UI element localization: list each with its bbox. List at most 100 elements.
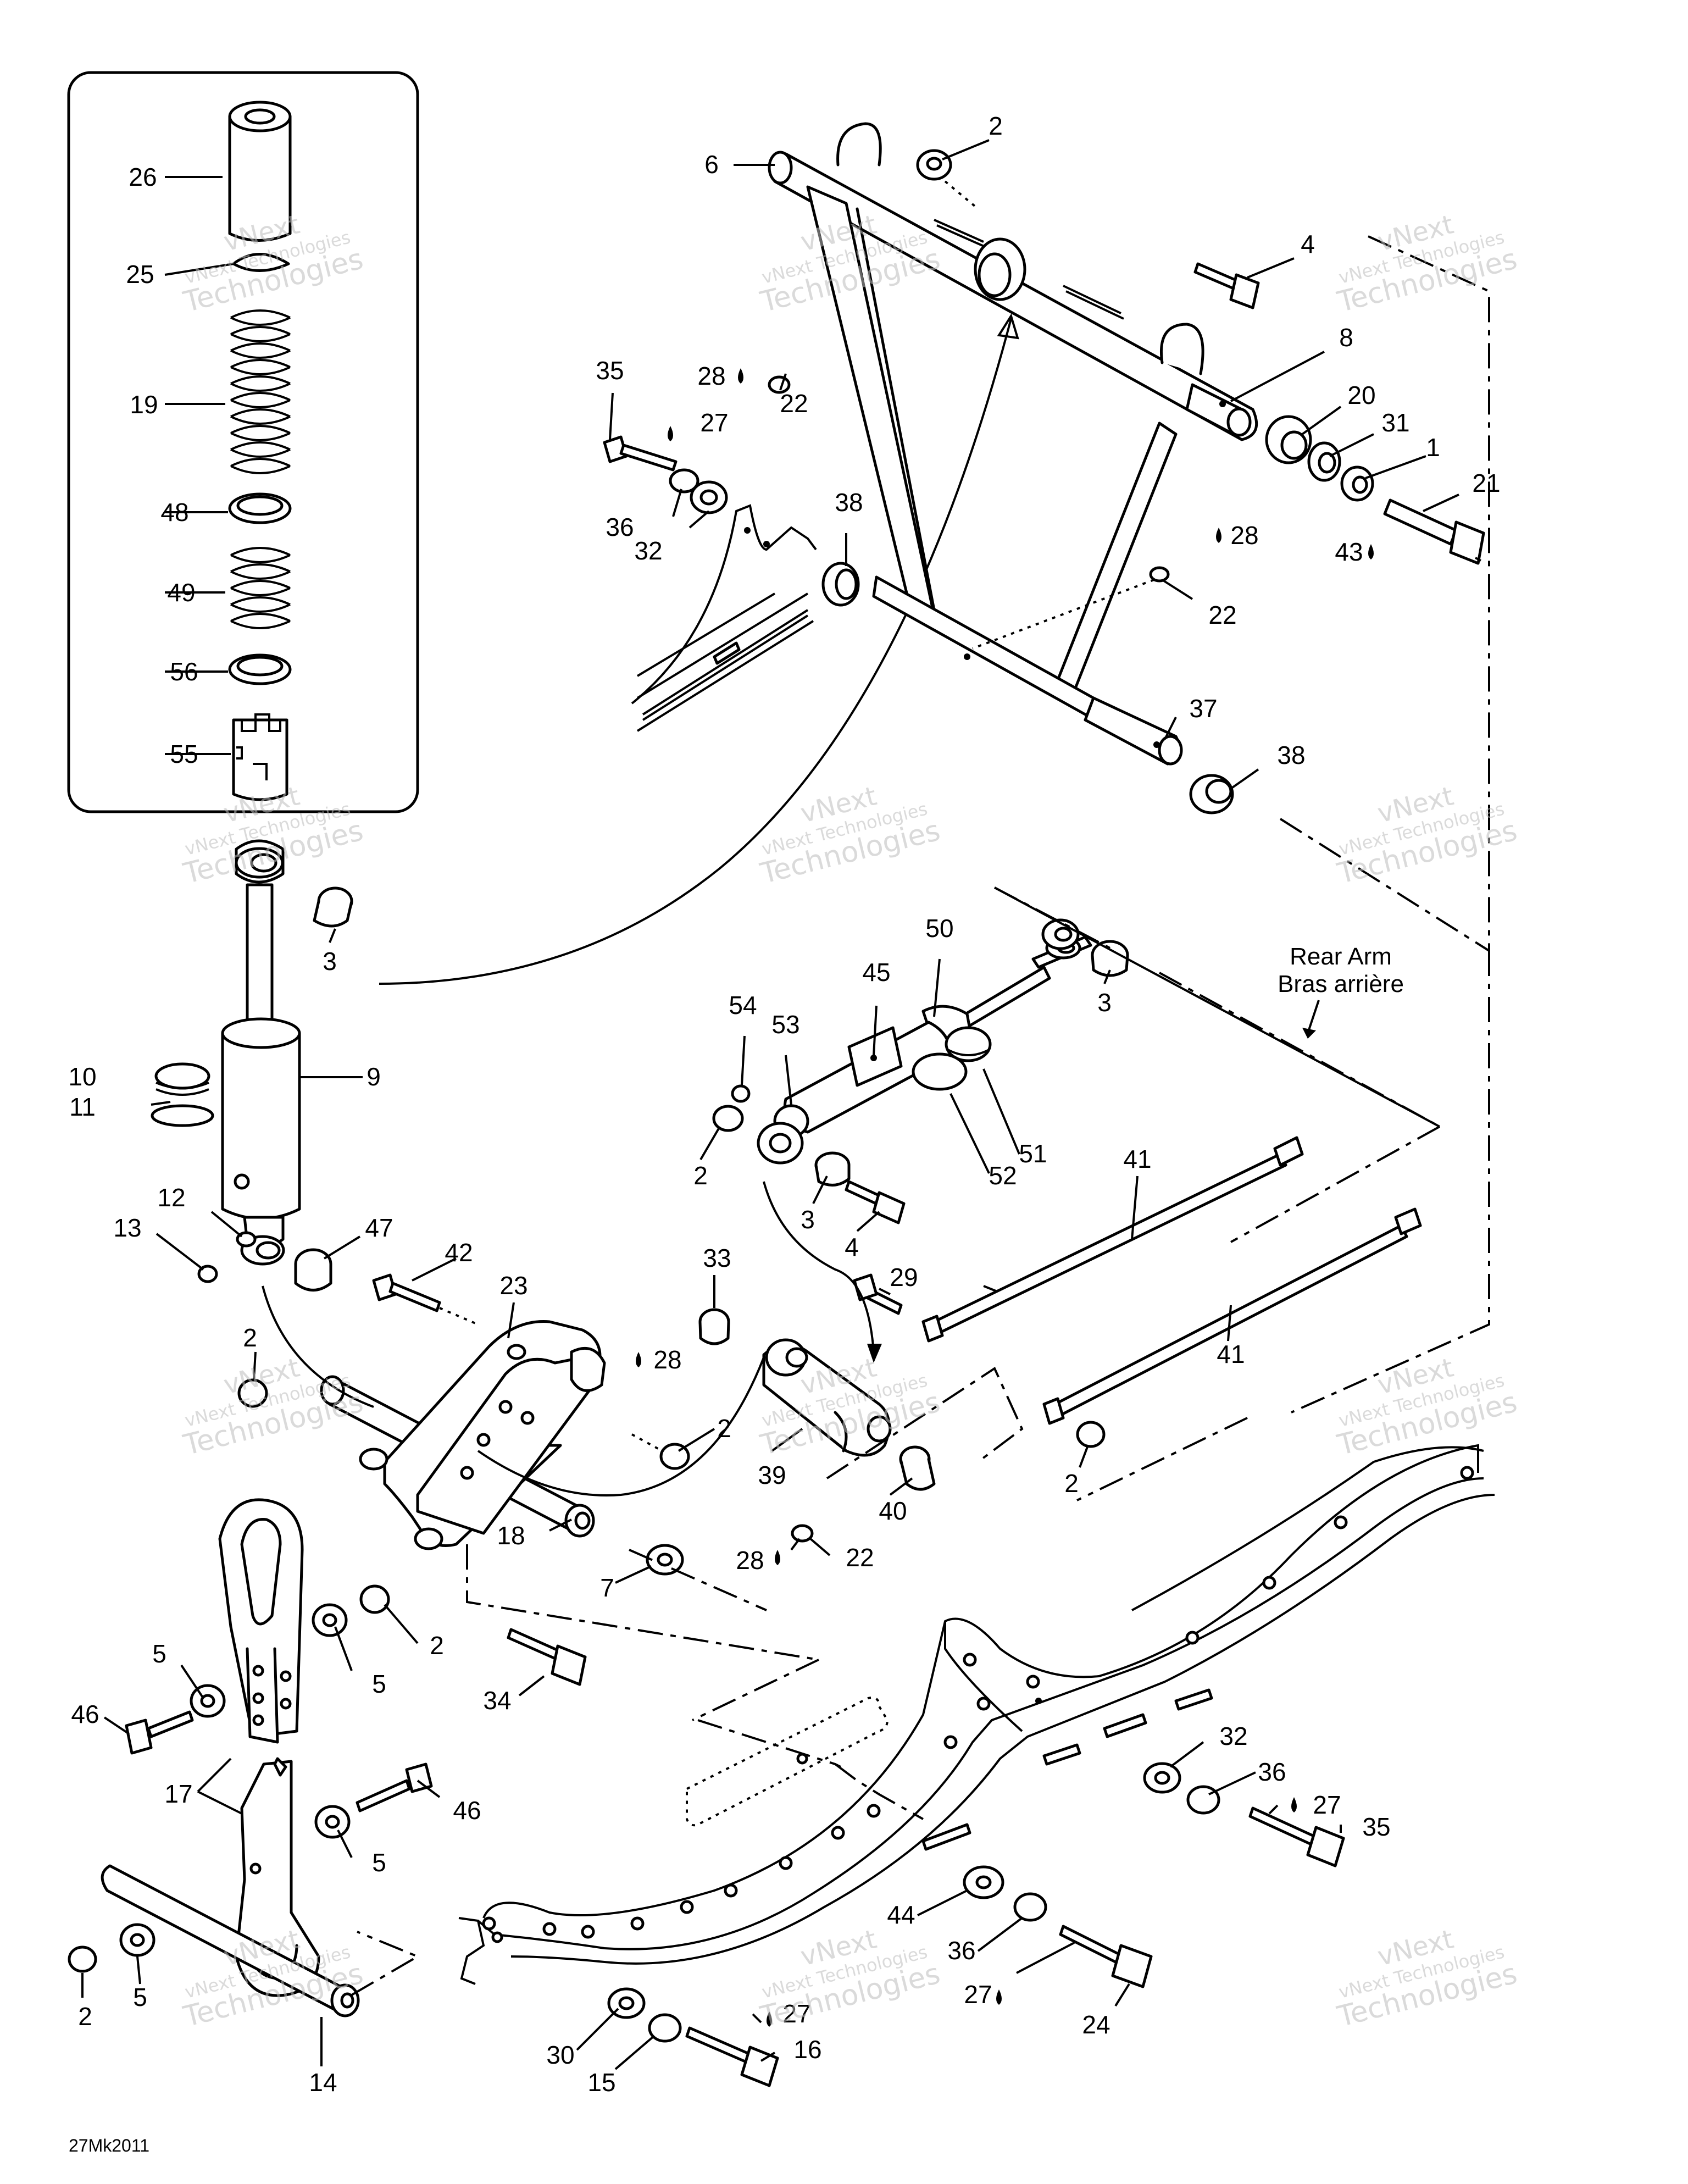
rail-plate xyxy=(686,1697,889,1827)
callout-38-top: 38 xyxy=(835,488,863,517)
callout-2-rear: 2 xyxy=(693,1161,708,1190)
callout-43: 43 xyxy=(1335,537,1363,566)
part-22-fitting-low xyxy=(791,1524,814,1543)
callout-27-low: 27 xyxy=(964,1980,992,2009)
callout-3-low: 3 xyxy=(801,1205,815,1234)
callout-10: 10 xyxy=(68,1062,96,1091)
part-19-spring xyxy=(230,309,291,474)
callout-25: 25 xyxy=(126,260,154,289)
callout-36-top: 36 xyxy=(606,513,634,541)
callout-35-top: 35 xyxy=(596,356,624,385)
callout-6: 6 xyxy=(704,150,719,179)
oil-drop-icon xyxy=(775,1550,780,1565)
callout-2-top: 2 xyxy=(989,112,1003,140)
part-33-bushing xyxy=(698,1308,730,1345)
callout-5-b: 5 xyxy=(372,1670,386,1698)
oil-drop-icon xyxy=(996,1989,1002,2005)
callout-4-low: 4 xyxy=(845,1233,859,1261)
callout-46-a: 46 xyxy=(71,1700,99,1728)
callout-13: 13 xyxy=(113,1213,141,1242)
callout-4-top: 4 xyxy=(1301,230,1315,258)
part-26-sleeve xyxy=(228,101,292,242)
callout-19: 19 xyxy=(130,390,158,419)
part-25-clip xyxy=(232,253,290,272)
part-34-bolt xyxy=(507,1628,587,1686)
rear-arm-label: Rear Arm Bras arrière xyxy=(1278,943,1404,1039)
callout-54: 54 xyxy=(729,991,757,1019)
callout-28-low: 28 xyxy=(736,1546,764,1575)
part-2-nut-left xyxy=(237,1378,268,1408)
oil-drop-icon xyxy=(1368,544,1374,559)
callout-23: 23 xyxy=(499,1271,528,1300)
hardware-top-right xyxy=(603,149,1485,565)
callout-16: 16 xyxy=(793,2035,821,2064)
rail-hardware-right xyxy=(607,1762,1345,2087)
callout-47: 47 xyxy=(365,1213,393,1242)
part-2-nut-rear xyxy=(1076,1421,1106,1448)
part-49-spring xyxy=(230,547,291,629)
callout-55: 55 xyxy=(170,740,198,768)
oil-drop-icon xyxy=(636,1352,641,1367)
part-48-ring xyxy=(228,492,292,524)
callout-14: 14 xyxy=(309,2068,337,2097)
callout-38-mid: 38 xyxy=(1277,741,1305,769)
callout-45: 45 xyxy=(862,958,890,986)
callout-5-d: 5 xyxy=(133,1983,147,2011)
callout-50: 50 xyxy=(925,914,953,943)
callout-41-top: 41 xyxy=(1123,1145,1151,1173)
callout-22-low: 22 xyxy=(846,1543,874,1572)
callout-29: 29 xyxy=(890,1263,918,1291)
callout-36-low: 36 xyxy=(947,1936,975,1965)
callout-40: 40 xyxy=(879,1496,907,1525)
callout-35-rail: 35 xyxy=(1362,1812,1390,1841)
callout-26: 26 xyxy=(129,163,157,191)
callout-2-left: 2 xyxy=(243,1323,257,1352)
callout-3-rear: 3 xyxy=(1097,988,1112,1017)
callout-8: 8 xyxy=(1339,323,1353,352)
callout-1: 1 xyxy=(1426,433,1440,462)
callout-30: 30 xyxy=(546,2041,574,2069)
callout-2-rod: 2 xyxy=(1064,1469,1079,1498)
callout-21: 21 xyxy=(1472,469,1500,497)
part-56-ring xyxy=(228,653,292,685)
oil-drop-icon xyxy=(767,2011,772,2027)
callout-24: 24 xyxy=(1082,2010,1110,2039)
callout-41-low: 41 xyxy=(1217,1340,1245,1368)
part-41-rods xyxy=(921,1136,1422,1425)
part-42-bolt xyxy=(372,1273,479,1326)
spring-kit-inset xyxy=(67,71,419,813)
callout-18: 18 xyxy=(497,1521,525,1550)
callout-27-rail: 27 xyxy=(1313,1791,1341,1819)
callout-39: 39 xyxy=(758,1461,786,1489)
callout-28-mid: 28 xyxy=(1230,521,1258,550)
oil-drop-icon xyxy=(1216,528,1221,543)
callout-17: 17 xyxy=(164,1780,192,1808)
lubricant-drop-icons xyxy=(636,368,1374,2027)
oil-drop-icon xyxy=(1291,1797,1297,1812)
callout-46-b: 46 xyxy=(453,1796,481,1825)
callout-42: 42 xyxy=(445,1238,473,1267)
part-55-adjuster xyxy=(232,713,288,801)
callout-36-rail: 36 xyxy=(1258,1758,1286,1786)
callout-numbers: 26 25 19 48 49 56 55 6 2 4 8 20 31 1 21 … xyxy=(68,112,1500,2097)
callout-32-top: 32 xyxy=(634,536,662,565)
callout-15: 15 xyxy=(587,2068,615,2097)
callout-52: 52 xyxy=(989,1161,1017,1190)
drawing-reference: 27Mk2011 xyxy=(69,2136,149,2155)
callout-48: 48 xyxy=(160,498,188,526)
rear-shock-50 xyxy=(712,918,1129,1224)
slide-rail xyxy=(458,1444,1495,1985)
shock-absorber-9 xyxy=(221,839,301,1266)
arm-assembly-23 xyxy=(320,1320,606,1550)
callout-5-a: 5 xyxy=(152,1639,166,1668)
part-13-nut xyxy=(197,1265,218,1283)
callout-34: 34 xyxy=(483,1686,511,1715)
part-2-nut-mid xyxy=(659,1443,690,1470)
rail-fragment-upper xyxy=(631,504,817,732)
part-10-ring xyxy=(154,1062,210,1096)
callout-49: 49 xyxy=(167,578,195,607)
callout-53: 53 xyxy=(771,1010,799,1039)
oil-drop-icon xyxy=(668,426,673,441)
callout-3-shock: 3 xyxy=(323,947,337,975)
callout-27-top: 27 xyxy=(700,408,728,437)
